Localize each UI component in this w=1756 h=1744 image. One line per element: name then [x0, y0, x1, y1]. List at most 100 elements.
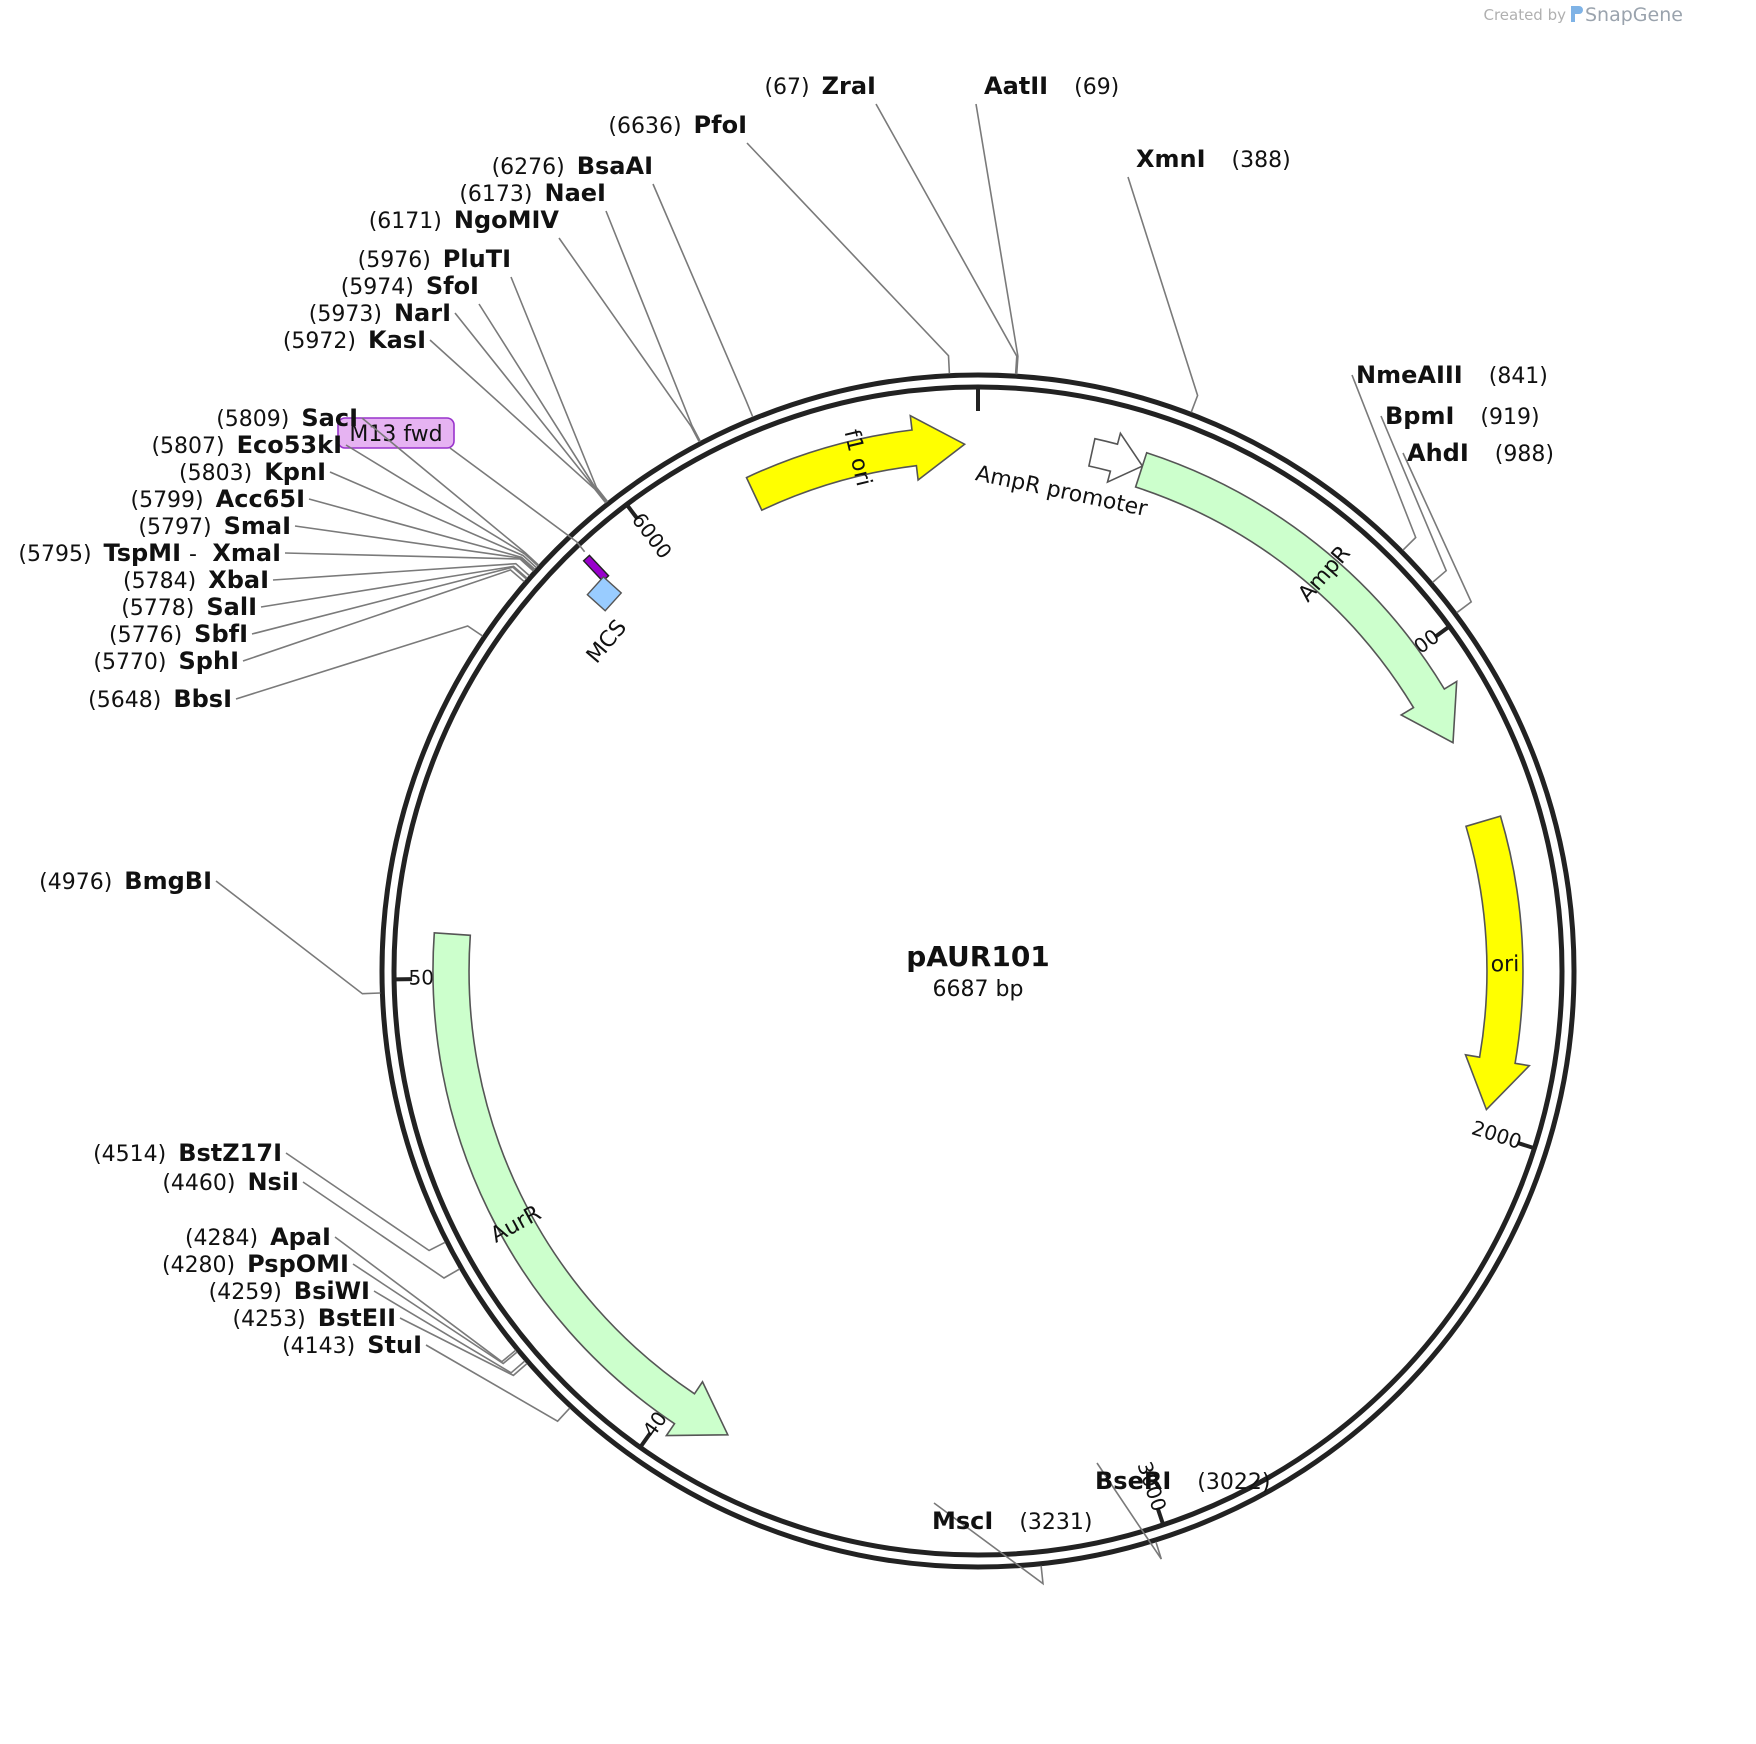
- leader-ahdi: [1402, 452, 1473, 614]
- site-position: (5776): [109, 623, 182, 648]
- site-position: (841): [1489, 364, 1548, 389]
- site-position: (4143): [282, 1334, 355, 1359]
- site-bmgbi: BmgBI(4976): [39, 867, 212, 895]
- feature-mcs: [586, 575, 623, 612]
- leader-naei: [605, 210, 702, 442]
- site-name: TspMI: [104, 539, 181, 567]
- site-nmeaiii: NmeAIII(841): [1356, 361, 1548, 389]
- feature-aurr: [432, 931, 730, 1437]
- restriction-sites: ZraI(67)AatII(69)PfoI(6636)XmnI(388)BsaA…: [18, 72, 1554, 1535]
- site-name: SalI: [206, 593, 257, 621]
- site-name: NaeI: [545, 179, 607, 207]
- site-name: KasI: [368, 326, 426, 354]
- plasmid-title: pAUR101 6687 bp: [906, 940, 1050, 1002]
- site-name: BstZ17I: [178, 1139, 282, 1167]
- site-name: KpnI: [264, 458, 326, 486]
- leader-nsii: [302, 1181, 460, 1279]
- site-position: (5807): [151, 434, 224, 459]
- site-position: (5799): [130, 488, 203, 513]
- tick-label-6000: 6000: [627, 508, 677, 563]
- site-nsii: NsiI(4460): [162, 1168, 299, 1196]
- site-name: Eco53kI: [237, 431, 342, 459]
- site-smai: SmaI(5797): [138, 512, 291, 540]
- backbone: [379, 372, 1577, 1570]
- leader-eco53ki: [345, 444, 539, 567]
- site-name: BstEII: [318, 1304, 396, 1332]
- site-name: BbsI: [173, 685, 232, 713]
- site-bseri: BseRI(3022): [1095, 1467, 1270, 1495]
- site-stui: StuI(4143): [282, 1331, 422, 1359]
- feature-label-mcs: MCS: [582, 615, 632, 668]
- site-saci: SacI(5809): [216, 404, 358, 432]
- site-position: (4253): [233, 1307, 306, 1332]
- tick-3000: [1155, 1507, 1166, 1526]
- site-name: AatII: [984, 72, 1048, 100]
- leader-zrai: [875, 103, 1018, 375]
- site-name: SbfI: [194, 620, 248, 648]
- leader-bpmi: [1380, 415, 1448, 584]
- leader-pluti: [510, 276, 609, 503]
- site-position: (3231): [1019, 1510, 1092, 1535]
- site-position: (6636): [608, 114, 681, 139]
- leader-sphi: [242, 568, 525, 662]
- m13-fwd-leader: [449, 447, 586, 553]
- site-zrai: ZraI(67): [764, 72, 876, 100]
- site-name: XmaI: [212, 539, 281, 567]
- leader-bmgbi: [215, 880, 381, 995]
- leader-kpni: [329, 471, 538, 569]
- leader-bseri: [1096, 1462, 1163, 1560]
- tick-1000: [1433, 624, 1451, 639]
- site-xmni: XmnI(388): [1136, 145, 1291, 173]
- site-leaders: [215, 103, 1473, 1586]
- site-name: PfoI: [694, 111, 747, 139]
- backbone-outer-ring: [379, 372, 1577, 1570]
- leader-nari: [454, 312, 607, 504]
- leader-smai: [294, 525, 535, 571]
- site-sbfi: SbfI (5776): [109, 620, 248, 648]
- site-naei: NaeI(6173): [459, 179, 606, 207]
- site-kasi: KasI (5972): [283, 326, 426, 354]
- leader-bbsi: [235, 625, 484, 700]
- feature-ampr-promoter: [1087, 431, 1144, 484]
- site-name: XmnI: [1136, 145, 1206, 173]
- site-apai: ApaI(4284): [185, 1223, 331, 1251]
- site-position: (5972): [283, 329, 356, 354]
- m13-fwd-label: M13 fwd: [337, 417, 455, 449]
- site-name: BseRI: [1095, 1467, 1171, 1495]
- site-name: Acc65I: [216, 485, 305, 513]
- feature-ori: [1464, 815, 1531, 1112]
- site-name: SmaI: [224, 512, 291, 540]
- leader-xmai: [284, 552, 534, 572]
- site-eco53ki: Eco53kI (5807): [151, 431, 342, 459]
- site-ahdi: AhdI(988): [1407, 439, 1554, 467]
- site-name: SphI: [179, 647, 239, 675]
- site-position: (5976): [358, 248, 431, 273]
- snapgene-credit: Created by SnapGene: [1483, 4, 1682, 26]
- site-name: SacI: [301, 404, 358, 432]
- site-bsteii: BstEII (4253): [233, 1304, 396, 1332]
- leader-msci: [933, 1502, 1044, 1586]
- site-ngomiv: NgoMIV(6171): [369, 206, 560, 234]
- feature-label-ori: ori: [1491, 952, 1520, 977]
- site-acc65i: Acc65I (5799): [130, 485, 305, 513]
- site-name: PluTI: [443, 245, 511, 273]
- site-msci: MscI(3231): [932, 1507, 1092, 1535]
- site-bstz17i: BstZ17I(4514): [93, 1139, 282, 1167]
- site-separator: -: [189, 542, 197, 567]
- site-xbai: XbaI(5784): [123, 566, 269, 594]
- site-bpmi: BpmI(919): [1385, 402, 1540, 430]
- tick-6000: [625, 503, 640, 521]
- site-position: (5770): [93, 650, 166, 675]
- site-tspmi: TspMI(5795)-: [18, 539, 197, 567]
- site-nari: NarI(5973): [309, 299, 451, 327]
- tick-label-2000: 2000: [1469, 1116, 1525, 1154]
- site-position: (4460): [162, 1171, 235, 1196]
- snapgene-logo-icon: [1571, 6, 1583, 22]
- leader-saci: [361, 417, 540, 566]
- site-name: ApaI: [270, 1223, 331, 1251]
- site-sali: SalI(5778): [121, 593, 257, 621]
- site-name: ZraI: [822, 72, 876, 100]
- site-sfoi: SfoI(5974): [341, 272, 479, 300]
- site-position: (5973): [309, 302, 382, 327]
